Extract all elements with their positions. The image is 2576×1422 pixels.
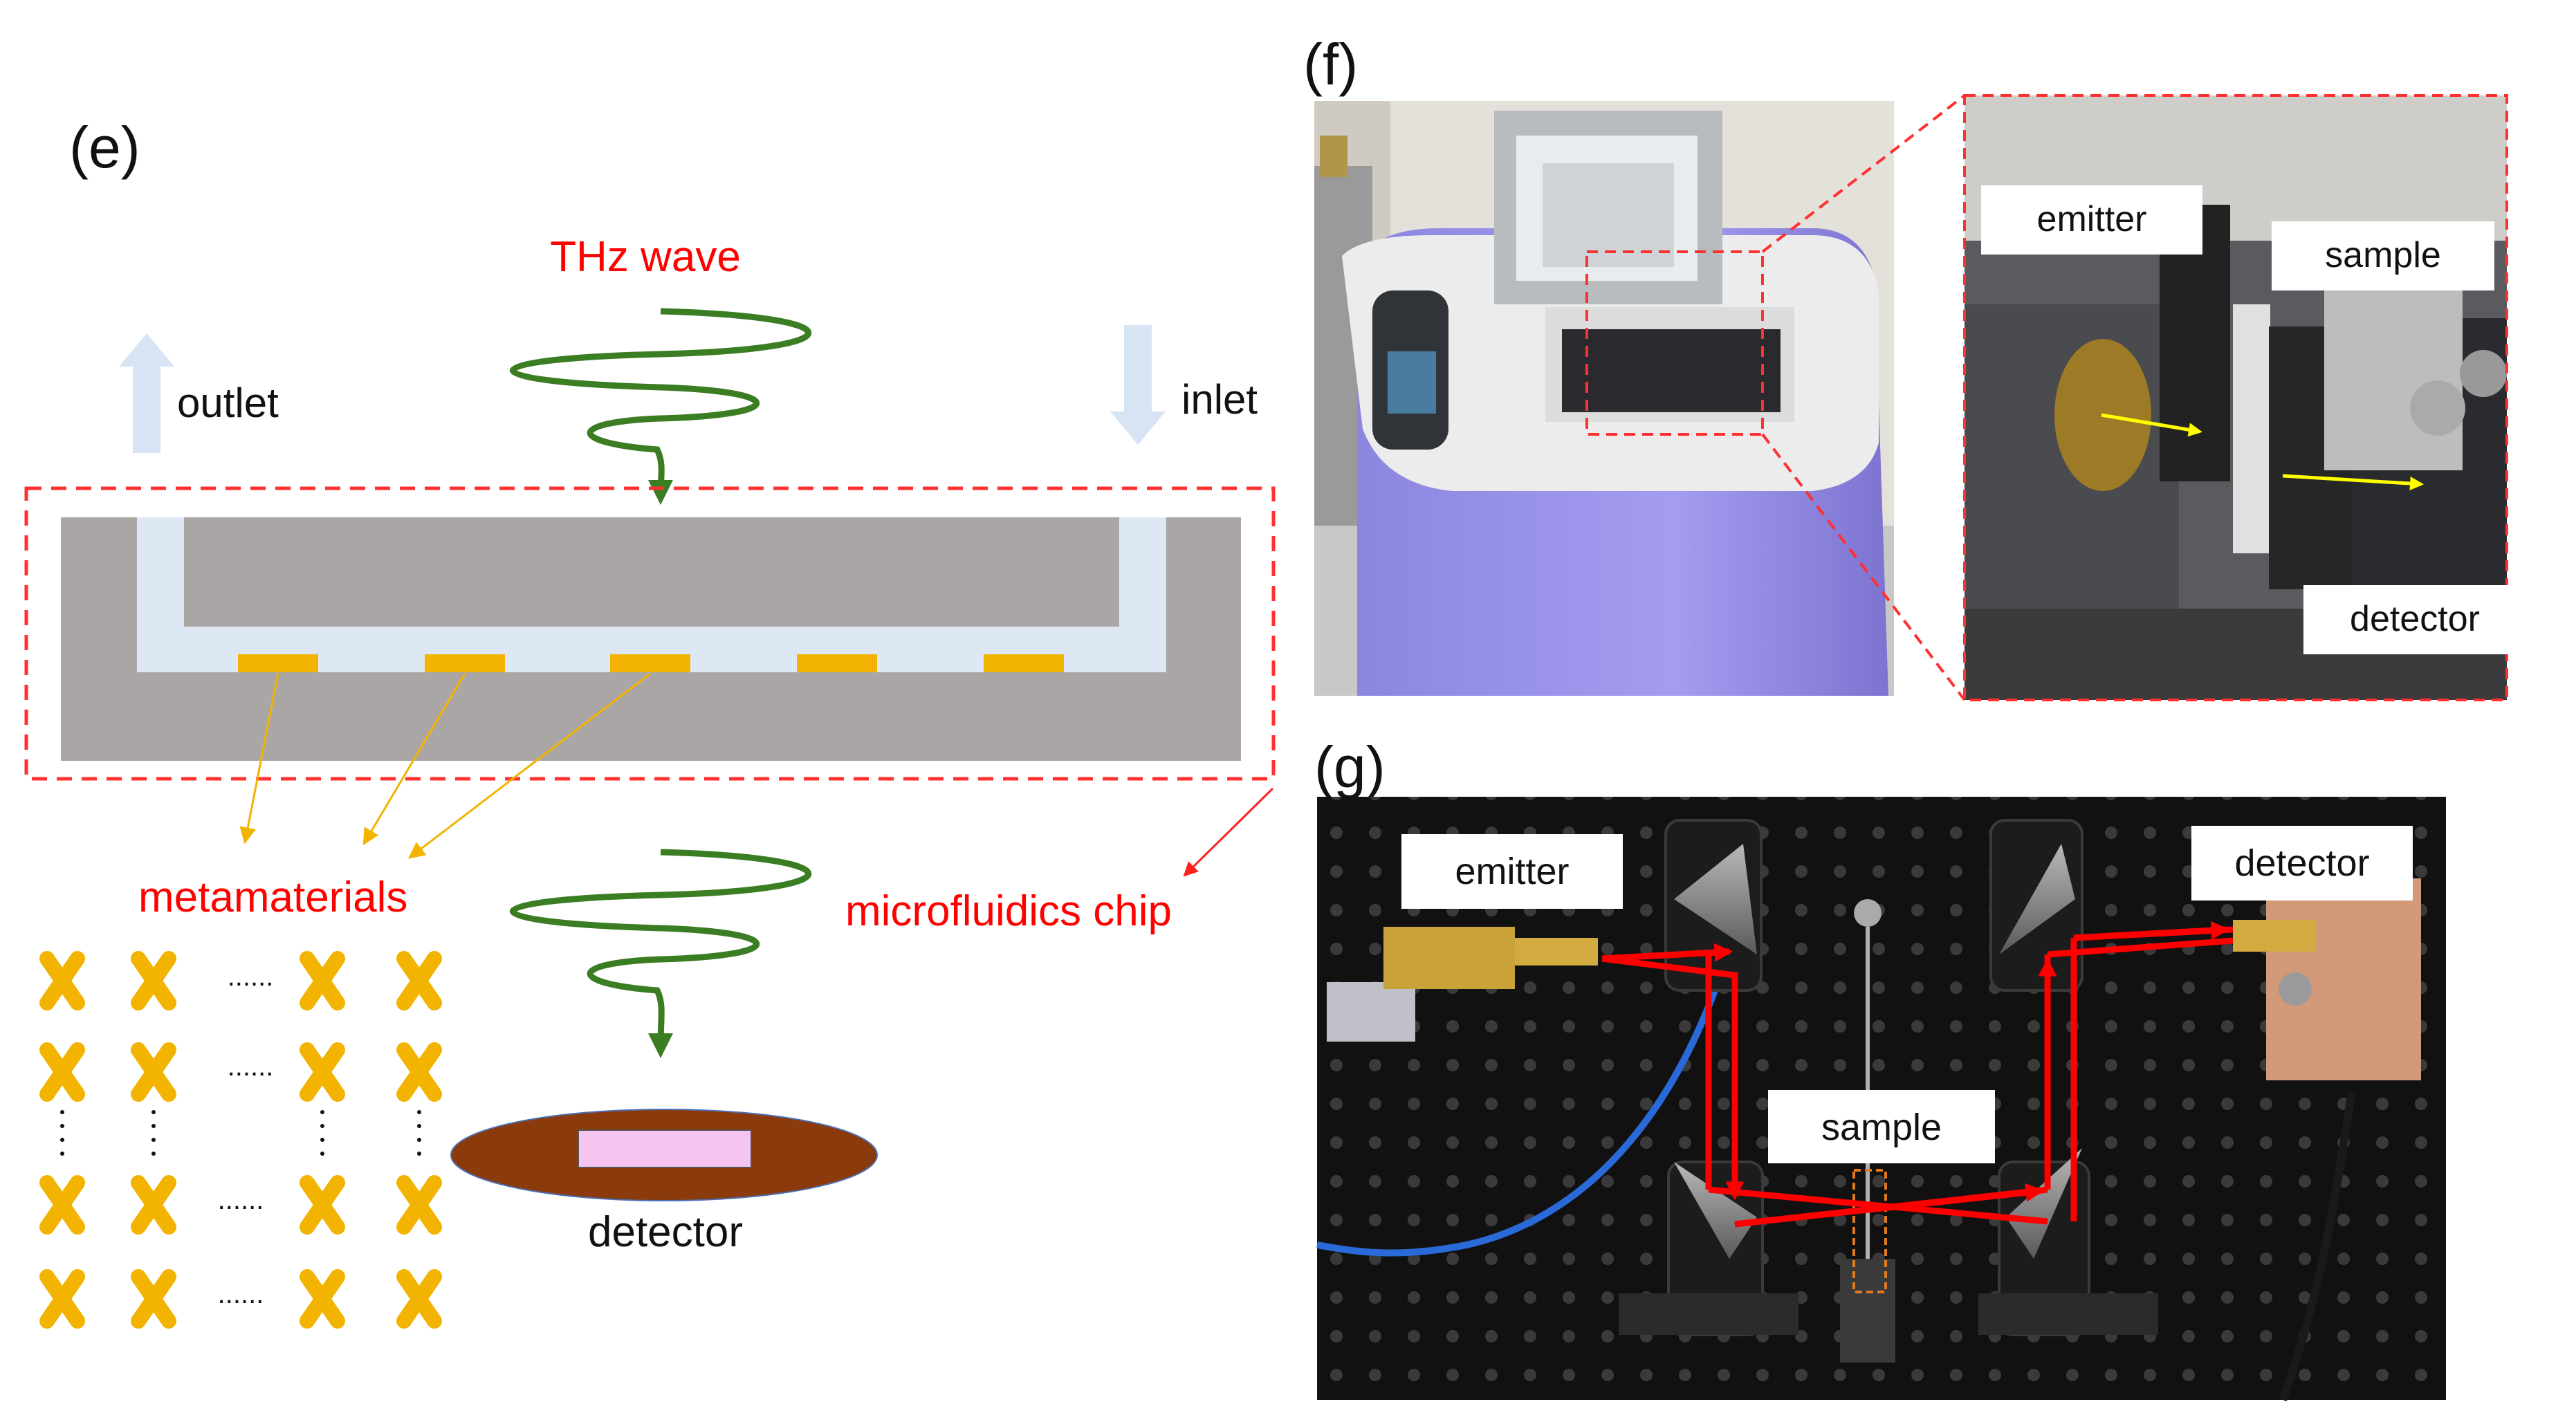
metamaterial-unit	[396, 951, 442, 1010]
array-ellipsis-row-2: ......	[228, 1051, 274, 1082]
inlet-arrow-icon	[1110, 325, 1166, 445]
f-sample-callout: sample	[2325, 235, 2441, 275]
metamaterial-pad-2	[425, 654, 505, 672]
g-emitter-callout: emitter	[1455, 851, 1569, 892]
metamaterial-unit	[300, 1175, 345, 1235]
metamaterial-unit	[396, 1042, 442, 1102]
instrument-photo	[1314, 101, 1894, 696]
zoomed-photo-frame	[1963, 94, 2508, 701]
metamaterial-array	[39, 951, 442, 1329]
sample-position-box	[1852, 1169, 1887, 1293]
metamaterial-unit	[396, 1175, 442, 1235]
inlet-label: inlet	[1181, 376, 1258, 423]
parabolic-mirror-2	[1989, 819, 2083, 992]
metamaterial-pad-4	[797, 654, 877, 672]
mount-base-2	[1978, 1293, 2158, 1335]
metamaterial-pointer-2	[362, 673, 466, 846]
g-sample-callout-box	[1768, 1090, 1995, 1163]
f-emitter-callout: emitter	[2037, 199, 2147, 239]
metamaterial-pad-1	[238, 654, 318, 672]
f-detector-callout-box	[2303, 585, 2526, 654]
thz-wave-icon-top	[510, 308, 811, 505]
outlet-arrow-icon	[119, 333, 174, 453]
g-detector-callout-box	[2191, 826, 2413, 901]
metamaterial-unit	[39, 1042, 85, 1102]
g-detector-callout: detector	[2234, 842, 2369, 884]
panel-g-label: (g)	[1314, 735, 1386, 800]
metamaterial-unit	[39, 1269, 85, 1329]
detector-window	[578, 1129, 752, 1168]
g-sample-callout: sample	[1821, 1107, 1942, 1148]
microfluidics-chip-label: microfluidics chip	[845, 887, 1172, 935]
detector-module	[2233, 878, 2421, 1080]
zoom-connector-bottom	[1761, 433, 1966, 701]
metamaterial-pointer-1	[239, 673, 279, 844]
beam-direction-arrows	[1601, 921, 2230, 1228]
f-detector-callout: detector	[2350, 599, 2480, 639]
panel-f: (f)	[1303, 32, 2526, 701]
zoom-connector-top	[1761, 94, 1966, 253]
metamaterial-pad-3	[610, 654, 690, 672]
detector-cable	[2279, 1092, 2356, 1402]
thz-wave-label: THz wave	[550, 233, 741, 281]
metamaterials-label: metamaterials	[138, 874, 407, 921]
mount-base-1	[1619, 1293, 1798, 1335]
panel-g: (g)	[1314, 735, 2446, 1402]
metamaterial-unit	[131, 1042, 176, 1102]
metamaterial-unit	[131, 951, 176, 1010]
outlet-label: outlet	[177, 380, 279, 426]
metamaterial-pointer-3	[408, 672, 651, 859]
fiber-cable	[1316, 946, 1733, 1257]
g-emitter-callout-box	[1401, 834, 1623, 909]
probe-arrow-1	[2101, 413, 2202, 437]
array-ellipsis-row-1: ......	[228, 961, 274, 992]
fluid-channel	[137, 517, 1166, 672]
thz-wave-icon-bottom	[510, 849, 811, 1058]
panel-f-label: (f)	[1303, 32, 1358, 97]
parabolic-mirror-1	[1664, 819, 1763, 992]
probe-arrow-2	[2282, 474, 2424, 491]
array-vertical-ellipsis	[60, 1110, 421, 1156]
metamaterial-unit	[300, 1042, 345, 1102]
metamaterial-unit	[300, 951, 345, 1010]
panel-e: (e) THz wave outlet inlet metamaterials …	[24, 115, 1276, 1329]
metamaterial-unit	[300, 1269, 345, 1329]
f-emitter-callout-box	[1981, 185, 2202, 255]
metamaterial-unit	[396, 1269, 442, 1329]
f-sample-callout-box	[2272, 221, 2494, 290]
chip-dashed-outline	[24, 486, 1276, 781]
parabolic-mirror-4	[1998, 1148, 2090, 1336]
metamaterial-pad-5	[984, 654, 1064, 672]
panel-e-label: (e)	[69, 115, 140, 180]
metamaterial-unit	[131, 1269, 176, 1329]
emitter-module	[1327, 927, 1598, 1042]
detector-label: detector	[588, 1208, 743, 1256]
array-ellipsis-row-4: ......	[218, 1279, 264, 1309]
chip-pointer	[1183, 787, 1274, 877]
metamaterial-unit	[39, 951, 85, 1010]
array-ellipsis-row-3: ......	[218, 1185, 264, 1215]
metamaterial-unit	[39, 1175, 85, 1235]
metamaterial-unit	[131, 1175, 176, 1235]
